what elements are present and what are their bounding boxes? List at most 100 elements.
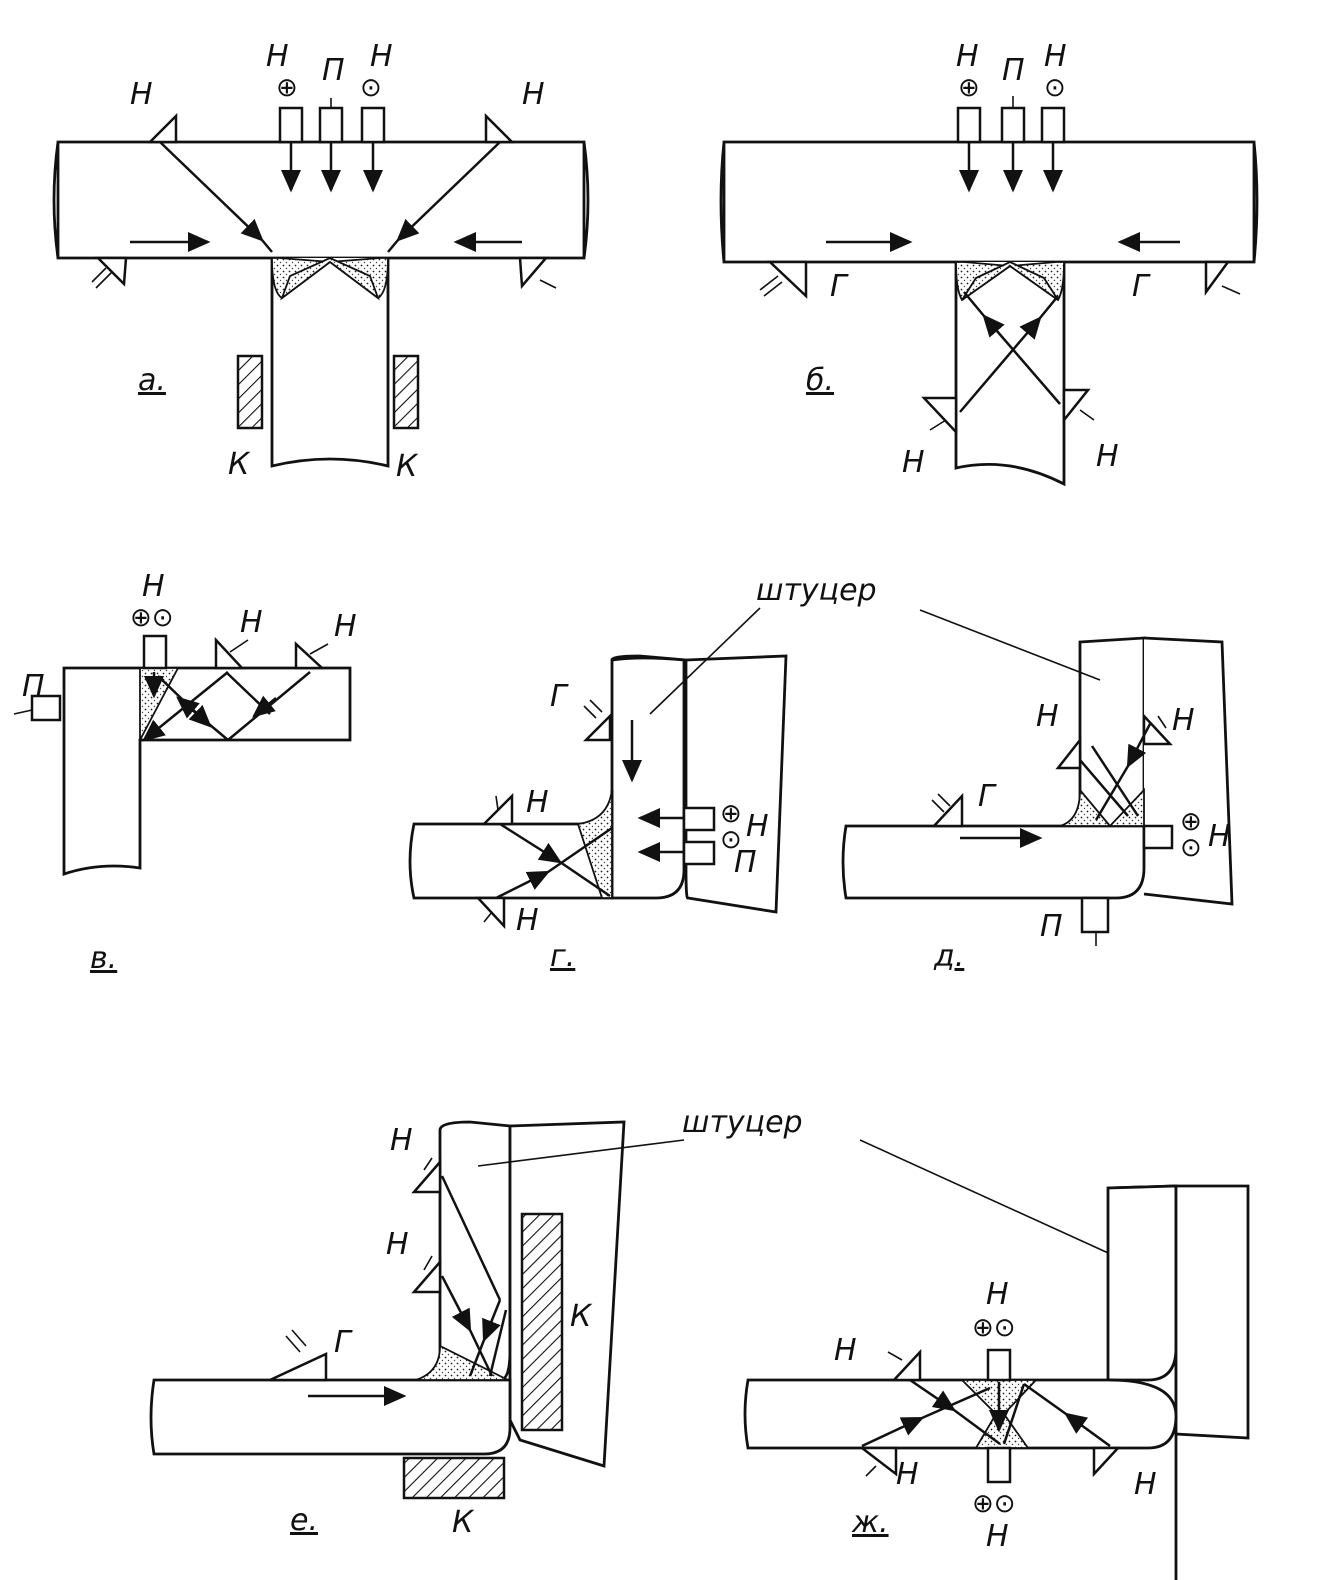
figure-zh-right-bottom-probe-icon [1092, 1446, 1121, 1478]
figure-a-label-probe-top-left: Н [130, 77, 153, 112]
figure-d-normal-probe-icon [1142, 824, 1174, 850]
figure-g: Г Н Н ⊕ ⊙ Н П г. [408, 654, 788, 974]
figure-b-branch-plate [954, 262, 1066, 487]
figure-a-label-probe-top-right: Н [522, 77, 545, 112]
figure-d-symbol-dot: ⊙ [1180, 833, 1202, 863]
figure-zh: Н ⊕⊙ Н Н Н ⊕⊙ Н ж. [743, 1184, 1250, 1580]
figure-d-plate [841, 813, 1146, 900]
shtutser-leader-1a [649, 607, 761, 715]
figure-d-label-horizontal: Г [978, 779, 997, 814]
figure-g-label-parallel: П [734, 845, 757, 880]
figure-a-parallel-probe-icon [318, 106, 344, 144]
figure-a-normal-probe-1-icon [278, 106, 304, 144]
figure-a-main-plate [52, 140, 590, 260]
figure-v-angle-probe-2-icon [294, 641, 326, 670]
figure-b-symbol-normal-1: ⊕ [958, 73, 980, 103]
figure-g-shell-plate [610, 654, 788, 914]
figure-b-symbol-normal-2: ⊙ [1044, 73, 1066, 103]
figure-e-caption: е. [290, 1503, 318, 1538]
figure-b-probe-bottom-left-icon [921, 396, 958, 436]
figure-a-weld-root [280, 257, 380, 301]
figure-a-contact-left [236, 354, 264, 430]
shtutser-leader-2b [859, 1139, 1129, 1263]
figure-d-label-normal: Н [1208, 819, 1231, 854]
figure-zh-symbols-bottom: ⊕⊙ [972, 1489, 1016, 1519]
figure-zh-left-bottom-probe-icon [858, 1446, 898, 1477]
figure-a-label-parallel: П [322, 53, 345, 88]
figure-e-upper-probe-icon [411, 1158, 442, 1194]
figure-d-right-probe-icon [1142, 712, 1173, 746]
figure-d-label-right: Н [1172, 703, 1195, 738]
figure-d-left-probe-icon [1055, 736, 1082, 770]
figure-e-label-horizontal: Г [334, 1325, 353, 1360]
figure-a-probe-bottom-right-icon [518, 256, 549, 290]
figure-v-plate [62, 666, 352, 876]
figure-d-caption: д. [933, 939, 964, 974]
figure-b-normal-probe-2-icon [1040, 106, 1066, 144]
figure-b-probe-horizontal-left-icon [766, 260, 808, 299]
figure-zh-label-top: Н [986, 1277, 1009, 1312]
figure-v-symbols-top: ⊕⊙ [130, 603, 174, 633]
figure-a-contact-right [392, 354, 420, 430]
figure-zh-nozzle [1106, 1184, 1178, 1382]
shtutser-leader-1b [919, 609, 1101, 681]
figure-e-weld [415, 1344, 509, 1381]
figure-a-symbol-normal-2: ⊙ [360, 73, 382, 103]
figure-d-symbol-plus: ⊕ [1180, 807, 1202, 837]
figure-b-parallel-probe-icon [1000, 106, 1026, 144]
figure-e-contact-bottom [402, 1456, 506, 1500]
figure-g-nozzle [610, 656, 686, 900]
figure-e-label-contact-vertical: К [570, 1299, 593, 1334]
figure-b-probe-bottom-right-icon [1062, 388, 1091, 424]
figure-g-label-top: Н [526, 785, 549, 820]
figure-e: Н Н Г К К е. [149, 1120, 626, 1540]
figure-d-horizontal-probe-icon [931, 792, 964, 828]
figure-e-lower-probe-icon [411, 1258, 442, 1294]
figure-g-caption: г. [550, 939, 575, 974]
figure-g-weld [576, 789, 613, 899]
figure-e-label-lower: Н [386, 1227, 409, 1262]
figure-zh-label-left-top: Н [834, 1333, 857, 1368]
figure-v-angle-probe-1-icon [214, 636, 245, 670]
figure-v-label-top: Н [142, 569, 165, 604]
shtutser-leader-2a [477, 1139, 685, 1167]
figure-g-label-normal: Н [746, 809, 769, 844]
figure-b: Н ⊕ П Н ⊙ Г Г Н Н б. [719, 39, 1259, 487]
figure-b-probe-horizontal-right-icon [1204, 260, 1231, 296]
figure-e-label-upper: Н [390, 1123, 413, 1158]
figure-d-label-parallel: П [1040, 909, 1063, 944]
figure-zh-top-probe-icon [986, 1348, 1012, 1382]
figure-a-probe-top-left-icon [146, 112, 178, 144]
figure-v-caption: в. [90, 941, 117, 976]
figure-a-label-normal-2: Н [370, 39, 393, 74]
figure-g-symbol-dot: ⊙ [720, 825, 742, 855]
figure-v-label-side: П [22, 669, 45, 704]
figure-b-weld-root [961, 261, 1059, 301]
figure-b-label-bottom-right: Н [1096, 439, 1119, 474]
figure-zh-bottom-probe-icon [986, 1446, 1012, 1484]
figure-g-horizontal-probe-icon [582, 712, 612, 742]
figure-b-label-bottom-left: Н [902, 445, 925, 480]
figure-a-caption: а. [138, 363, 166, 398]
figure-g-symbol-plus: ⊕ [720, 799, 742, 829]
figure-e-horizontal-probe-icon [269, 1352, 328, 1382]
figure-a-symbol-normal-1: ⊕ [276, 73, 298, 103]
figure-g-parallel-probe-icon [682, 840, 716, 866]
figure-v-label-angle-2: Н [334, 609, 357, 644]
figure-zh-shell-plate [1174, 1184, 1250, 1440]
figure-e-plate [149, 1378, 512, 1456]
figure-v-label-angle-1: Н [240, 605, 263, 640]
figure-d-label-left: Н [1036, 699, 1059, 734]
figure-b-label-normal-1: Н [956, 39, 979, 74]
figure-b-label-parallel: П [1002, 53, 1025, 88]
figure-b-caption: б. [806, 363, 834, 398]
figure-b-label-horizontal-left: Г [830, 269, 849, 304]
figure-a-normal-probe-2-icon [360, 106, 386, 144]
figure-d-shell-plate [1143, 636, 1234, 906]
figure-zh-label-bottom: Н [986, 1519, 1009, 1554]
figure-v-side-probe-icon [30, 694, 62, 722]
figure-g-normal-probe-icon [682, 806, 716, 832]
shtutser-label-1: штуцер [756, 573, 877, 608]
figure-g-label-horizontal: Г [550, 679, 569, 714]
